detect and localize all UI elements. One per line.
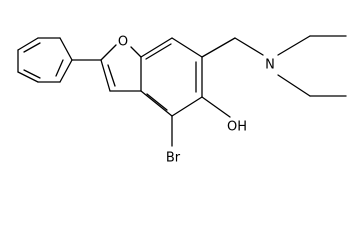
phenyl-ring (17, 37, 73, 83)
bromine-atom-label: Br (166, 151, 181, 166)
hydroxyl-bond (201, 96, 231, 118)
structure-diagram: O N OH Br (17, 35, 347, 166)
diethylaminomethyl-group (201, 35, 347, 97)
furan-ring (100, 44, 142, 92)
oxygen-atom-label: O (118, 35, 128, 50)
benzene-ring (140, 37, 203, 117)
nitrogen-atom-label: N (265, 58, 275, 73)
hydroxyl-label: OH (227, 120, 247, 135)
